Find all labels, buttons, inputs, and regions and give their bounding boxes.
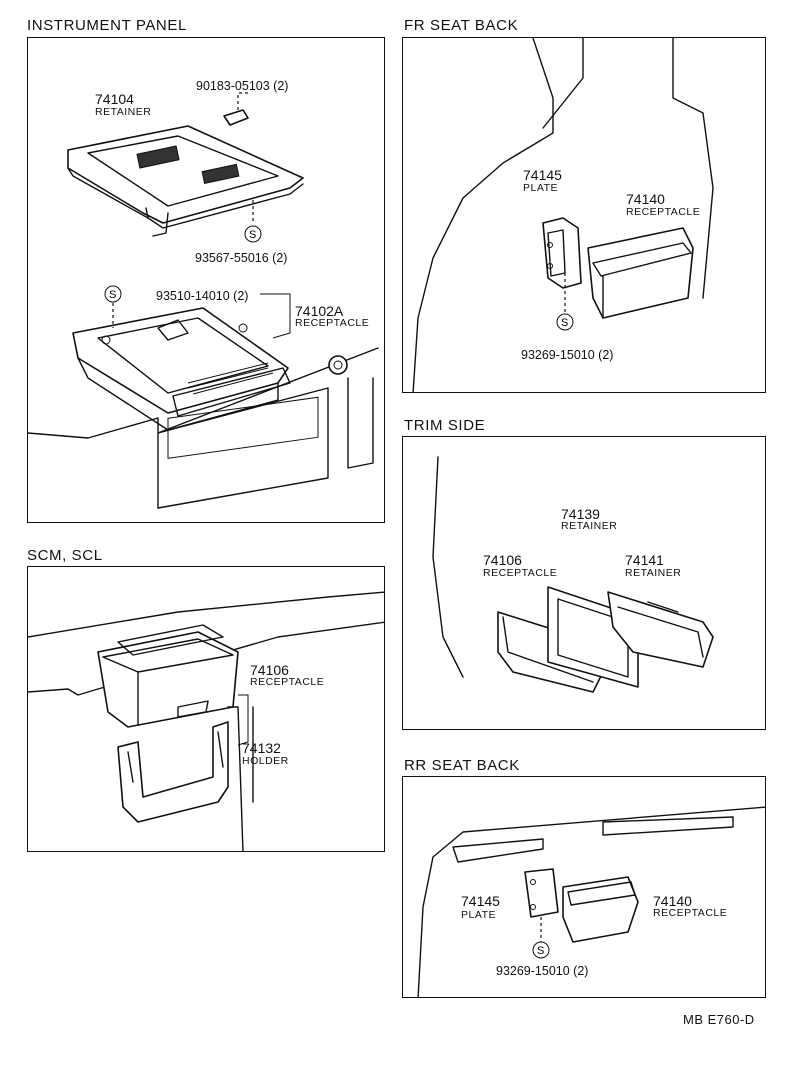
part-number-74139: 74139 (561, 506, 600, 522)
part-name-74106-trim: RECEPTACLE (483, 567, 558, 579)
part-number-74140-rr: 74140 (653, 893, 692, 909)
instrument-panel-illustration: S S (28, 92, 379, 509)
part-name-74140-rr: RECEPTACLE (653, 907, 728, 919)
part-name-74139: RETAINER (561, 520, 618, 532)
part-name-74102a: RECEPTACLE (295, 317, 370, 329)
part-number-74106-scm: 74106 (250, 662, 289, 678)
panel-rr-seat-back: S 74145 PLATE 74140 RECEPTACLE 93269-150… (402, 776, 766, 998)
panel-trim-side: 74139 RETAINER 74106 RECEPTACLE 74141 RE… (402, 436, 766, 730)
section-title-rr-seat-back: RR SEAT BACK (404, 757, 520, 774)
part-number-74145-rr: 74145 (461, 893, 500, 909)
part-name-74141: RETAINER (625, 567, 682, 579)
rr-seat-back-illustration: S (417, 806, 765, 997)
scm-scl-illustration (28, 591, 384, 851)
fr-seat-back-illustration: S (412, 38, 714, 392)
fastener-93269-15010-fr: 93269-15010 (2) (521, 348, 614, 362)
part-number-74132: 74132 (242, 740, 281, 756)
panel-fr-seat-back: S 74145 PLATE 74140 RECEPTACLE 93269-150… (402, 37, 766, 393)
part-number-74145-fr: 74145 (523, 167, 562, 183)
part-name-74106-scm: RECEPTACLE (250, 676, 325, 688)
part-number-74106-trim: 74106 (483, 552, 522, 568)
s-marker-93269-rr: S (537, 945, 544, 957)
section-title-trim-side: TRIM SIDE (404, 417, 486, 434)
part-name-74145-rr: PLATE (461, 909, 496, 921)
part-number-74140-fr: 74140 (626, 191, 665, 207)
fastener-93510-14010: 93510-14010 (2) (156, 289, 249, 303)
trim-side-illustration (432, 456, 714, 693)
part-name-74132: HOLDER (242, 755, 289, 767)
diagram-code: MB E760-D (683, 1012, 755, 1027)
s-marker-93567: S (249, 229, 256, 241)
panel-instrument-panel: S S 74104 RETAINER 90183-05103 (2) 93567… (27, 37, 385, 523)
part-number-74102a: 74102A (295, 303, 344, 319)
panel-scm-scl: 74106 RECEPTACLE 74132 HOLDER (27, 566, 385, 852)
fastener-90183-05103: 90183-05103 (2) (196, 79, 289, 93)
s-marker-93510: S (109, 289, 116, 301)
part-name-74104: RETAINER (95, 106, 152, 118)
part-name-74145-fr: PLATE (523, 182, 558, 194)
part-name-74140-fr: RECEPTACLE (626, 206, 701, 218)
section-title-fr-seat-back: FR SEAT BACK (404, 17, 519, 34)
fastener-93567-55016: 93567-55016 (2) (195, 251, 288, 265)
part-number-74104: 74104 (95, 91, 134, 107)
section-title-instrument-panel: INSTRUMENT PANEL (27, 17, 187, 34)
s-marker-93269-fr: S (561, 317, 568, 329)
fastener-93269-15010-rr: 93269-15010 (2) (496, 964, 589, 978)
part-number-74141: 74141 (625, 552, 664, 568)
section-title-scm-scl: SCM, SCL (27, 547, 103, 564)
